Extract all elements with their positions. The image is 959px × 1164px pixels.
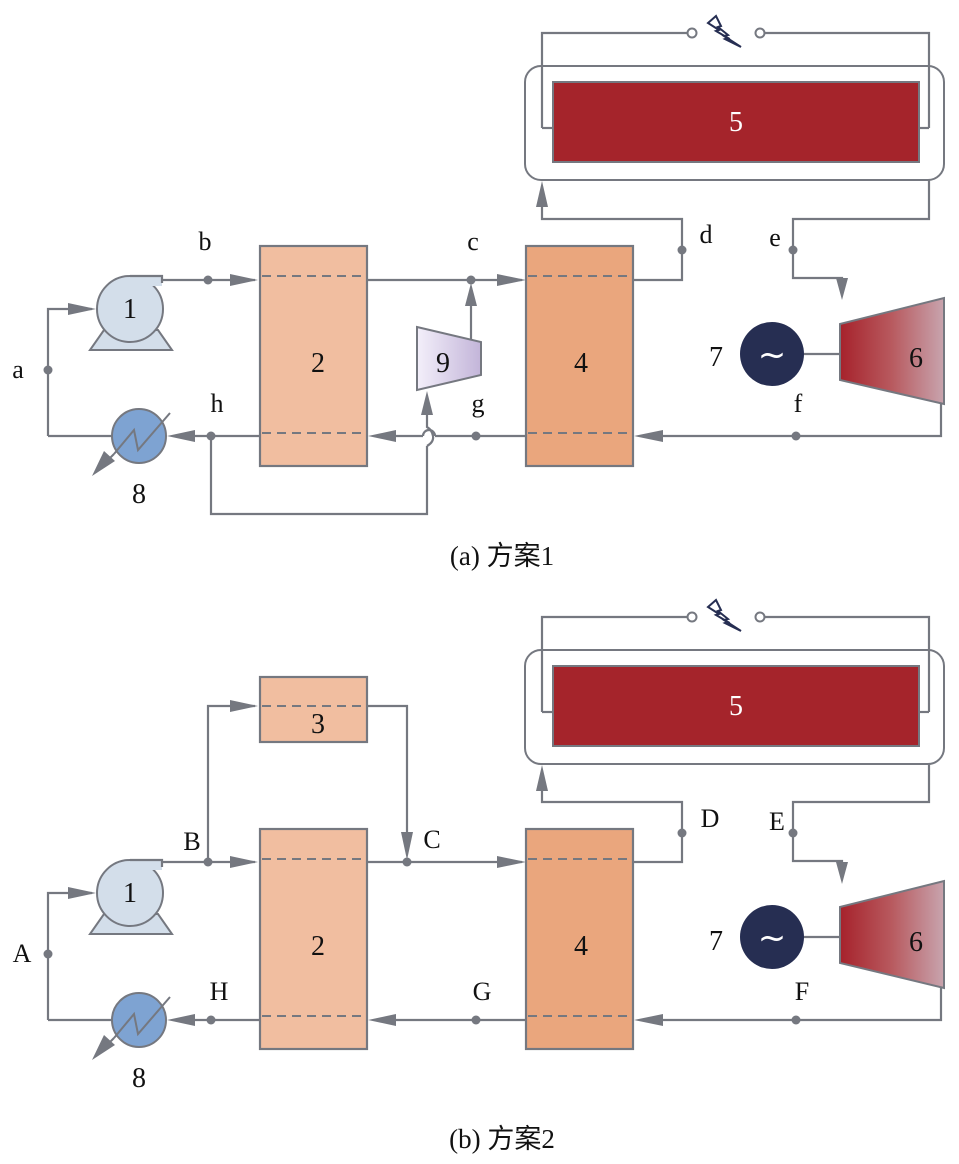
generator-7: ~ 7: [709, 322, 840, 386]
flow-arrow: [497, 856, 526, 868]
pump-1: 1: [88, 858, 174, 935]
auxiliary-heater-3: 3: [258, 675, 369, 744]
ac-symbol-icon: ~: [758, 335, 787, 375]
pipe-f: [660, 404, 943, 438]
regenerator-4: 4: [524, 827, 635, 1051]
lightning-icon: [706, 598, 742, 632]
cooler-label: 8: [132, 479, 146, 510]
pipe-d: [540, 190, 684, 282]
flow-arrow: [368, 1014, 396, 1026]
auxiliary-heater-label: 3: [311, 709, 325, 740]
pipe-F: [660, 988, 943, 1022]
heat-out-arrow: [92, 451, 115, 476]
turbine-6: 6: [839, 296, 945, 406]
lightning-icon: [706, 14, 742, 48]
pipe-3-to-C: [367, 704, 409, 838]
electric-circuit: [540, 598, 931, 712]
state-point-label: B: [183, 827, 200, 856]
state-point-label: g: [472, 389, 485, 418]
flow-arrow: [836, 862, 848, 884]
generator-7: ~ 7: [709, 905, 840, 969]
flow-arrow: [401, 832, 413, 860]
pipe-hop: [425, 412, 435, 447]
state-point-label: b: [199, 227, 212, 256]
state-point-label: A: [13, 939, 32, 968]
state-point-label: H: [210, 977, 229, 1006]
regenerator-low-label: 2: [311, 931, 325, 962]
cooler-8: 8: [48, 408, 171, 510]
terminal-left: [686, 27, 698, 39]
caption-scheme-2: (b) 方案2: [449, 1124, 555, 1154]
pump-1: 1: [88, 274, 174, 351]
flow-arrow: [421, 391, 433, 415]
state-point-label: F: [795, 977, 809, 1006]
state-point-label: G: [473, 977, 492, 1006]
flow-arrow: [465, 283, 477, 306]
flow-arrow: [497, 274, 526, 286]
compressor-9: 9: [416, 325, 482, 392]
flow-arrow: [230, 274, 258, 286]
cooler-label: 8: [132, 1063, 146, 1094]
regenerator-high-label: 4: [574, 348, 588, 379]
pipe-a: [46, 307, 92, 436]
pipe-bypass: [209, 436, 429, 516]
pipe-E: [791, 764, 931, 876]
flow-arrow: [68, 303, 96, 315]
compressor-label: 9: [436, 348, 450, 379]
flow-arrow: [634, 430, 663, 442]
terminal-left: [686, 611, 698, 623]
ac-symbol-icon: ~: [758, 918, 787, 958]
turbine-label: 6: [909, 927, 923, 958]
cooler-8: 8: [48, 992, 171, 1094]
pipe-D: [540, 774, 684, 864]
receiver-label: 5: [729, 107, 743, 138]
flow-arrow: [230, 700, 258, 712]
state-point-label: C: [423, 825, 440, 854]
turbine-6: 6: [839, 879, 945, 990]
flow-arrow: [368, 430, 396, 442]
pipe-A: [46, 891, 92, 1020]
electric-circuit: [540, 14, 931, 128]
generator-label: 7: [709, 926, 723, 957]
receiver-5: 5: [524, 65, 945, 181]
state-point-label: c: [467, 227, 479, 256]
flow-arrow: [68, 887, 96, 899]
receiver-5: 5: [524, 649, 945, 765]
regenerator-2: 2: [258, 244, 369, 468]
state-point-label: h: [211, 389, 224, 418]
terminal-right: [754, 27, 766, 39]
heat-out-arrow: [92, 1035, 115, 1060]
regenerator-4: 4: [524, 244, 635, 468]
flow-arrow: [536, 181, 548, 207]
regenerator-2: 2: [258, 827, 369, 1051]
flow-arrow: [167, 1014, 195, 1026]
state-point-label: d: [700, 220, 713, 249]
pipe-e: [791, 180, 931, 292]
pipe-branch-to-3: [206, 704, 255, 862]
caption-scheme-1: (a) 方案1: [450, 541, 554, 571]
diagram-scheme-2: 5 1 3 2: [13, 598, 945, 1154]
regenerator-low-label: 2: [311, 348, 325, 379]
flow-arrow: [634, 1014, 663, 1026]
flow-arrow: [536, 765, 548, 791]
receiver-label: 5: [729, 691, 743, 722]
flow-arrow: [836, 278, 848, 300]
regenerator-high-label: 4: [574, 931, 588, 962]
flow-arrow: [230, 856, 258, 868]
state-points: a b c d e f g h: [12, 220, 803, 441]
diagram-scheme-1: 5 1 2 4: [12, 14, 945, 571]
pipe-crossover: [421, 428, 437, 437]
turbine-label: 6: [909, 343, 923, 374]
state-point-label: E: [769, 807, 785, 836]
state-point-label: f: [794, 389, 803, 418]
generator-label: 7: [709, 342, 723, 373]
pump-label: 1: [123, 294, 137, 325]
terminal-right: [754, 611, 766, 623]
pump-label: 1: [123, 878, 137, 909]
state-point-label: a: [12, 355, 24, 384]
state-point-label: D: [701, 804, 720, 833]
flow-arrow: [167, 430, 195, 442]
state-point-label: e: [769, 223, 781, 252]
state-points: A B C D E F G H: [13, 804, 809, 1025]
